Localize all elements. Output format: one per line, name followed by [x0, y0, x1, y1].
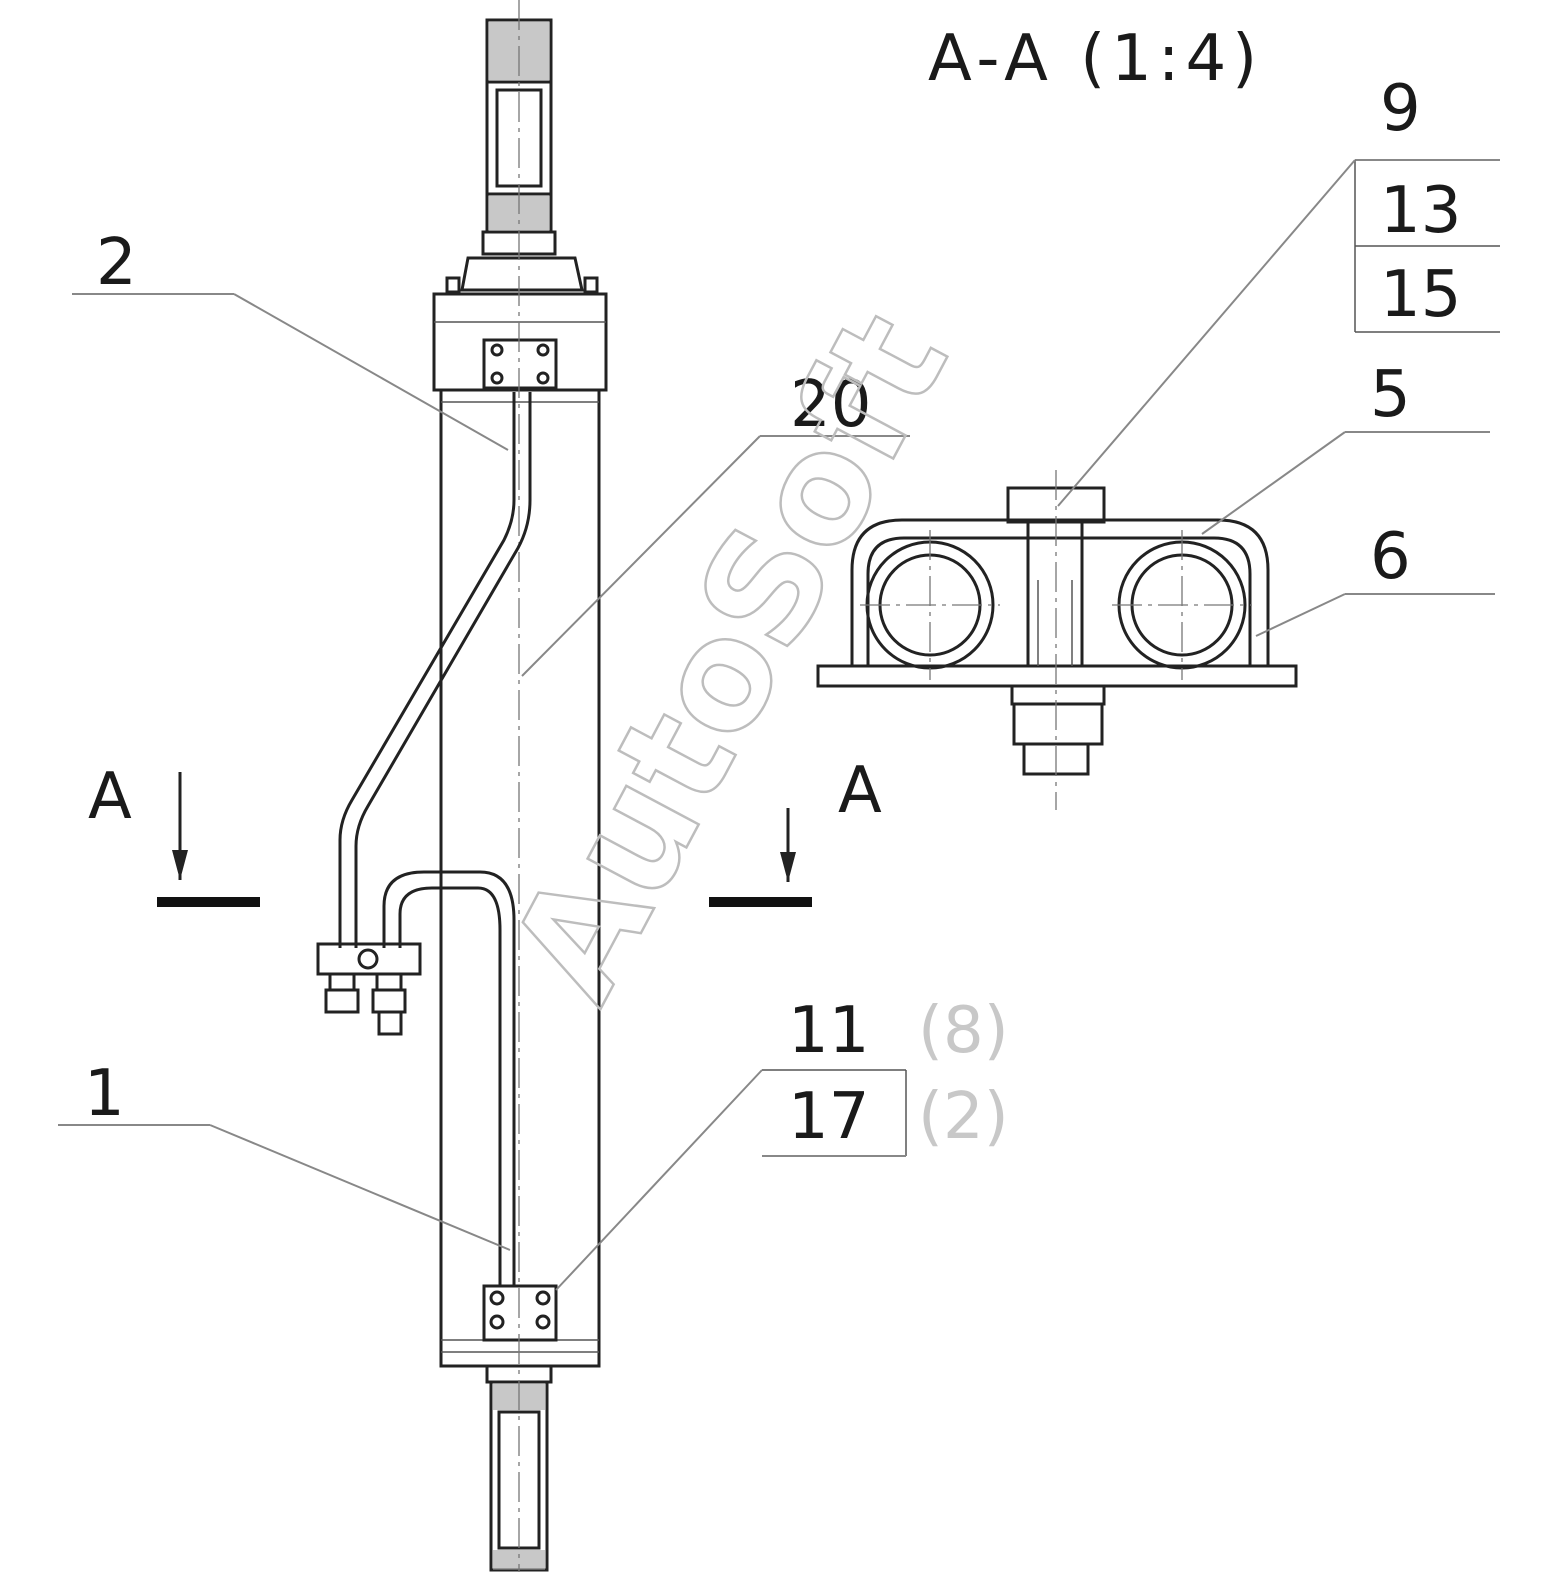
svg-text:(2): (2)	[918, 1080, 1009, 1154]
fitting-block	[316, 942, 422, 1036]
section-title: A-A (1:4)	[928, 22, 1263, 96]
section-marker-left: A	[88, 760, 260, 907]
callout-5: 5	[1201, 358, 1490, 535]
svg-text:9: 9	[1380, 72, 1421, 146]
callout-1: 1	[58, 1057, 511, 1251]
clamp-section	[816, 470, 1298, 810]
svg-text:(8): (8)	[918, 994, 1009, 1068]
svg-text:17: 17	[788, 1080, 869, 1154]
callout-2: 2	[72, 226, 509, 451]
callout-6: 6	[1255, 520, 1495, 637]
section-letter-right: A	[838, 754, 882, 828]
cylinder-head	[432, 256, 608, 392]
cylinder-assembly	[316, 0, 608, 1572]
svg-text:6: 6	[1370, 520, 1411, 594]
svg-text:1: 1	[84, 1057, 125, 1131]
callout-11-17: 11 (8) 17 (2)	[555, 994, 1009, 1291]
svg-text:11: 11	[788, 994, 869, 1068]
callout-20: 20	[521, 368, 910, 677]
section-marker-right: A	[709, 754, 882, 907]
callout-9-13-15: 9 13 15	[1057, 72, 1500, 507]
pipe-2	[338, 392, 532, 948]
svg-text:15: 15	[1380, 258, 1461, 332]
svg-text:13: 13	[1380, 174, 1461, 248]
svg-text:5: 5	[1370, 358, 1411, 432]
svg-text:2: 2	[96, 226, 137, 300]
pipe-1	[382, 870, 516, 1286]
svg-text:20: 20	[790, 368, 871, 442]
section-letter-left: A	[88, 760, 132, 834]
watermark-text: AutoSoft	[478, 287, 982, 1027]
